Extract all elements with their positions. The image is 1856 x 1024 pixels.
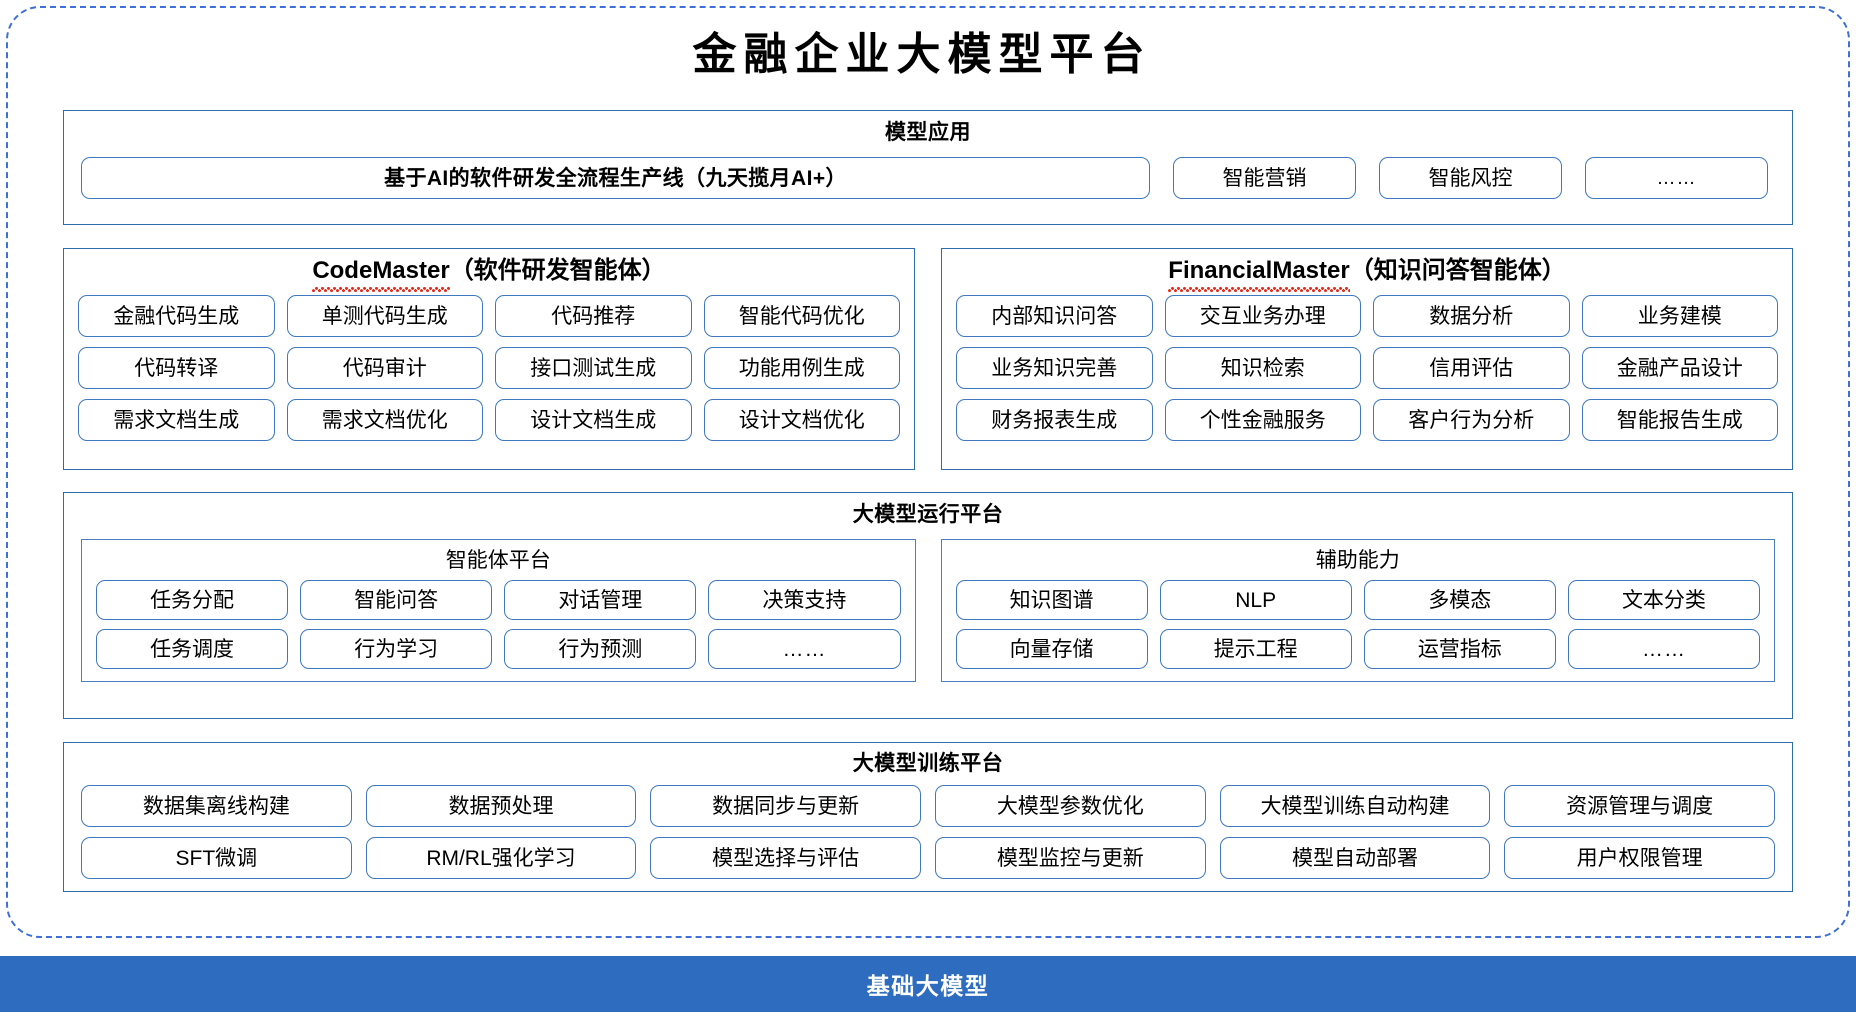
run-platform-panels: 智能体平台 任务分配 智能问答 对话管理 决策支持 任务调度 行为学习 行为预测… <box>81 539 1775 682</box>
chip-fin-0[interactable]: 内部知识问答 <box>956 295 1153 337</box>
chip-ai-software-pipeline[interactable]: 基于AI的软件研发全流程生产线（九天揽月AI+） <box>81 157 1150 199</box>
financialmaster-name-en: FinancialMaster <box>1168 255 1351 292</box>
chip-train-4[interactable]: 大模型训练自动构建 <box>1219 785 1491 827</box>
chip-fin-11[interactable]: 智能报告生成 <box>1581 399 1778 441</box>
financialmaster-title: FinancialMaster（知识问答智能体） <box>942 255 1792 292</box>
chip-smart-risk-control[interactable]: 智能风控 <box>1379 157 1562 199</box>
chip-fin-3[interactable]: 业务建模 <box>1581 295 1778 337</box>
chip-code-6[interactable]: 接口测试生成 <box>495 347 692 389</box>
chip-code-7[interactable]: 功能用例生成 <box>703 347 900 389</box>
base-model-bar: 基础大模型 <box>0 956 1856 1012</box>
chip-aux-1[interactable]: NLP <box>1159 580 1352 620</box>
chip-fin-7[interactable]: 金融产品设计 <box>1581 347 1778 389</box>
chip-code-11[interactable]: 设计文档优化 <box>703 399 900 441</box>
page-title: 金融企业大模型平台 <box>692 30 1152 79</box>
model-application-row: 基于AI的软件研发全流程生产线（九天揽月AI+） 智能营销 智能风控 …… <box>81 157 1775 199</box>
chip-aux-5[interactable]: 提示工程 <box>1159 629 1352 669</box>
section-codemaster: CodeMaster（软件研发智能体） 金融代码生成 单测代码生成 代码推荐 智… <box>63 248 915 470</box>
chip-train-6[interactable]: SFT微调 <box>81 837 352 879</box>
codemaster-capability-grid: 金融代码生成 单测代码生成 代码推荐 智能代码优化 代码转译 代码审计 接口测试… <box>78 295 900 441</box>
chip-agent-0[interactable]: 任务分配 <box>96 580 289 620</box>
chip-code-1[interactable]: 单测代码生成 <box>286 295 483 337</box>
aux-capability-grid: 知识图谱 NLP 多模态 文本分类 向量存储 提示工程 运营指标 …… <box>955 580 1760 669</box>
financialmaster-capability-grid: 内部知识问答 交互业务办理 数据分析 业务建模 业务知识完善 知识检索 信用评估… <box>956 295 1778 441</box>
chip-code-5[interactable]: 代码审计 <box>286 347 483 389</box>
section-run-platform: 大模型运行平台 智能体平台 任务分配 智能问答 对话管理 决策支持 任务调度 行… <box>63 492 1793 719</box>
chip-code-9[interactable]: 需求文档优化 <box>286 399 483 441</box>
chip-agent-2[interactable]: 对话管理 <box>504 580 697 620</box>
chip-agent-3[interactable]: 决策支持 <box>708 580 901 620</box>
chip-agent-more[interactable]: …… <box>708 629 901 669</box>
codemaster-name-en: CodeMaster <box>312 255 451 292</box>
chip-aux-3[interactable]: 文本分类 <box>1567 580 1760 620</box>
chip-fin-1[interactable]: 交互业务办理 <box>1164 295 1361 337</box>
chip-agent-1[interactable]: 智能问答 <box>300 580 493 620</box>
chip-more-app[interactable]: …… <box>1585 157 1768 199</box>
chip-train-1[interactable]: 数据预处理 <box>365 785 637 827</box>
chip-fin-2[interactable]: 数据分析 <box>1373 295 1570 337</box>
chip-aux-2[interactable]: 多模态 <box>1363 580 1556 620</box>
section-title-train-platform: 大模型训练平台 <box>852 752 1004 775</box>
chip-train-0[interactable]: 数据集离线构建 <box>81 785 352 827</box>
chip-fin-4[interactable]: 业务知识完善 <box>956 347 1153 389</box>
codemaster-title: CodeMaster（软件研发智能体） <box>64 255 914 292</box>
chip-train-9[interactable]: 模型监控与更新 <box>934 837 1206 879</box>
chip-aux-more[interactable]: …… <box>1567 629 1760 669</box>
codemaster-name-cn: （软件研发智能体） <box>449 257 666 284</box>
chip-train-11[interactable]: 用户权限管理 <box>1504 837 1775 879</box>
chip-train-8[interactable]: 模型选择与评估 <box>650 837 921 879</box>
section-financialmaster: FinancialMaster（知识问答智能体） 内部知识问答 交互业务办理 数… <box>941 248 1793 470</box>
chip-code-2[interactable]: 代码推荐 <box>495 295 692 337</box>
chip-train-2[interactable]: 数据同步与更新 <box>650 785 921 827</box>
chip-agent-4[interactable]: 任务调度 <box>96 629 289 669</box>
section-train-platform: 大模型训练平台 数据集离线构建 数据预处理 数据同步与更新 大模型参数优化 大模… <box>63 742 1793 892</box>
chip-fin-9[interactable]: 个性金融服务 <box>1164 399 1361 441</box>
chip-agent-5[interactable]: 行为学习 <box>300 629 493 669</box>
chip-code-10[interactable]: 设计文档生成 <box>495 399 692 441</box>
subpanel-title-agent-platform: 智能体平台 <box>445 549 551 572</box>
section-title-model-application: 模型应用 <box>885 121 971 144</box>
subpanel-title-aux-capability: 辅助能力 <box>1315 549 1400 572</box>
chip-train-3[interactable]: 大模型参数优化 <box>934 785 1206 827</box>
chip-aux-0[interactable]: 知识图谱 <box>955 580 1148 620</box>
agent-platform-grid: 任务分配 智能问答 对话管理 决策支持 任务调度 行为学习 行为预测 …… <box>96 580 901 669</box>
chip-fin-8[interactable]: 财务报表生成 <box>956 399 1153 441</box>
chip-code-0[interactable]: 金融代码生成 <box>78 295 275 337</box>
chip-train-7[interactable]: RM/RL强化学习 <box>365 837 637 879</box>
chip-fin-6[interactable]: 信用评估 <box>1373 347 1570 389</box>
subpanel-aux-capability: 辅助能力 知识图谱 NLP 多模态 文本分类 向量存储 提示工程 运营指标 …… <box>940 539 1775 682</box>
chip-smart-marketing[interactable]: 智能营销 <box>1173 157 1356 199</box>
subpanel-agent-platform: 智能体平台 任务分配 智能问答 对话管理 决策支持 任务调度 行为学习 行为预测… <box>81 539 916 682</box>
chip-code-4[interactable]: 代码转译 <box>78 347 275 389</box>
chip-fin-10[interactable]: 客户行为分析 <box>1373 399 1570 441</box>
section-model-application: 模型应用 基于AI的软件研发全流程生产线（九天揽月AI+） 智能营销 智能风控 … <box>63 110 1793 225</box>
chip-train-5[interactable]: 资源管理与调度 <box>1504 785 1775 827</box>
chip-code-8[interactable]: 需求文档生成 <box>78 399 275 441</box>
financialmaster-name-cn: （知识问答智能体） <box>1349 257 1566 284</box>
section-title-run-platform: 大模型运行平台 <box>852 503 1004 526</box>
chip-train-10[interactable]: 模型自动部署 <box>1219 837 1491 879</box>
chip-aux-6[interactable]: 运营指标 <box>1363 629 1556 669</box>
chip-code-3[interactable]: 智能代码优化 <box>703 295 900 337</box>
base-model-label: 基础大模型 <box>866 973 990 999</box>
chip-agent-6[interactable]: 行为预测 <box>504 629 697 669</box>
chip-aux-4[interactable]: 向量存储 <box>955 629 1148 669</box>
train-platform-grid: 数据集离线构建 数据预处理 数据同步与更新 大模型参数优化 大模型训练自动构建 … <box>81 785 1775 879</box>
chip-fin-5[interactable]: 知识检索 <box>1164 347 1361 389</box>
